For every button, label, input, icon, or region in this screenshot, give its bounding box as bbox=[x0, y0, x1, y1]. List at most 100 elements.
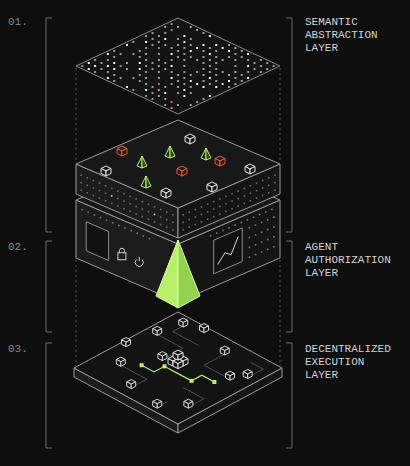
grid-dot bbox=[190, 38, 192, 40]
vent-dot bbox=[249, 237, 251, 239]
grid-dot bbox=[171, 107, 173, 109]
grid-dot bbox=[183, 83, 185, 85]
vent-dot bbox=[93, 180, 95, 182]
grid-dot bbox=[158, 95, 160, 97]
vent-dot bbox=[105, 200, 107, 202]
grid-dot bbox=[88, 68, 90, 70]
grid-dot bbox=[139, 50, 141, 52]
pyramid-left bbox=[201, 148, 206, 160]
grid-dot bbox=[139, 68, 141, 70]
grid-dot bbox=[177, 74, 179, 76]
cube-icon bbox=[153, 399, 162, 408]
vent-dot bbox=[105, 185, 107, 187]
grid-dot bbox=[132, 53, 134, 55]
vent-dot bbox=[182, 229, 184, 231]
grid-dot bbox=[222, 59, 224, 61]
execution-plane bbox=[74, 312, 282, 433]
vent-dot bbox=[172, 229, 174, 231]
grid-dot bbox=[171, 71, 173, 73]
label-holder: 01. bbox=[8, 16, 42, 29]
vent-dot bbox=[255, 254, 257, 256]
vent-dot bbox=[231, 193, 233, 195]
vent-dot bbox=[195, 209, 197, 211]
vent-dot bbox=[249, 227, 251, 229]
pyramid-face-left bbox=[156, 240, 178, 308]
grid-dot bbox=[215, 86, 217, 88]
guide-line bbox=[76, 260, 77, 366]
cube-icon bbox=[184, 399, 193, 408]
cube-right bbox=[225, 348, 230, 355]
layer-label: AGENT AUTHORIZATION LAYER bbox=[305, 241, 401, 280]
grid-dot bbox=[152, 62, 154, 64]
vent-dot bbox=[142, 208, 144, 210]
grid-plane bbox=[76, 18, 280, 114]
left-bracket bbox=[46, 18, 52, 232]
grid-dot bbox=[164, 26, 166, 28]
chart-line bbox=[218, 237, 238, 265]
cube-left bbox=[220, 348, 225, 355]
vent-dot bbox=[123, 200, 125, 202]
cube-left bbox=[173, 353, 178, 361]
cube-right bbox=[178, 361, 183, 369]
vent-dot bbox=[261, 241, 263, 243]
vent-dot bbox=[219, 198, 221, 200]
vent-dot bbox=[273, 246, 275, 248]
cube-left bbox=[215, 159, 220, 167]
grid-dot bbox=[113, 80, 115, 82]
plane-top bbox=[74, 312, 282, 424]
vent-dot bbox=[87, 211, 89, 213]
grid-dot bbox=[164, 68, 166, 70]
cube-right bbox=[106, 169, 111, 177]
grid-dot bbox=[266, 62, 268, 64]
vent-dot bbox=[99, 182, 101, 184]
pyramid-left bbox=[141, 176, 146, 188]
grid-dot bbox=[228, 74, 230, 76]
vent-dot bbox=[274, 174, 276, 176]
cube-left bbox=[177, 169, 182, 177]
vent-dot bbox=[249, 256, 251, 258]
screen bbox=[214, 228, 243, 274]
grid-dot bbox=[196, 47, 198, 49]
cube-icon bbox=[177, 166, 187, 176]
grid-dot bbox=[260, 71, 262, 73]
pyramid-icon bbox=[165, 146, 175, 158]
vent-dot bbox=[94, 214, 96, 216]
vent-dot bbox=[213, 216, 215, 218]
grid-dot bbox=[107, 53, 109, 55]
vent-dot bbox=[124, 227, 126, 229]
vent-dot bbox=[216, 232, 218, 234]
grid-dot bbox=[164, 86, 166, 88]
grid-dot bbox=[177, 26, 179, 28]
vent-dot bbox=[267, 229, 269, 231]
vent-dot bbox=[207, 218, 209, 220]
vent-dot bbox=[234, 224, 236, 226]
grid-dot bbox=[158, 53, 160, 55]
grid-dot bbox=[177, 56, 179, 58]
grid-dot bbox=[209, 35, 211, 37]
grid-dot bbox=[234, 65, 236, 67]
grid-dot bbox=[152, 44, 154, 46]
grid-dot bbox=[222, 71, 224, 73]
vent-dot bbox=[207, 203, 209, 205]
cube-right bbox=[122, 149, 127, 157]
grid-dot bbox=[107, 59, 109, 61]
cube-icon bbox=[127, 380, 136, 389]
grid-dot bbox=[158, 47, 160, 49]
cube-left bbox=[245, 167, 250, 175]
vent-dot bbox=[267, 239, 269, 241]
label-holder: DECENTRALIZED EXECUTION LAYER bbox=[305, 343, 401, 382]
guide-line bbox=[280, 68, 281, 162]
pyramid-icon bbox=[201, 148, 211, 160]
vent-dot bbox=[129, 211, 131, 213]
grid-dot bbox=[113, 50, 115, 52]
grid-dot bbox=[203, 98, 205, 100]
vent-dot bbox=[268, 177, 270, 179]
pyramid-right bbox=[206, 148, 211, 160]
grid-dot bbox=[190, 92, 192, 94]
vent-dot bbox=[256, 197, 258, 199]
vent-dot bbox=[231, 200, 233, 202]
cube-left bbox=[127, 382, 132, 389]
grid-dot bbox=[203, 44, 205, 46]
grid-dot bbox=[164, 92, 166, 94]
grid-dot bbox=[254, 68, 256, 70]
